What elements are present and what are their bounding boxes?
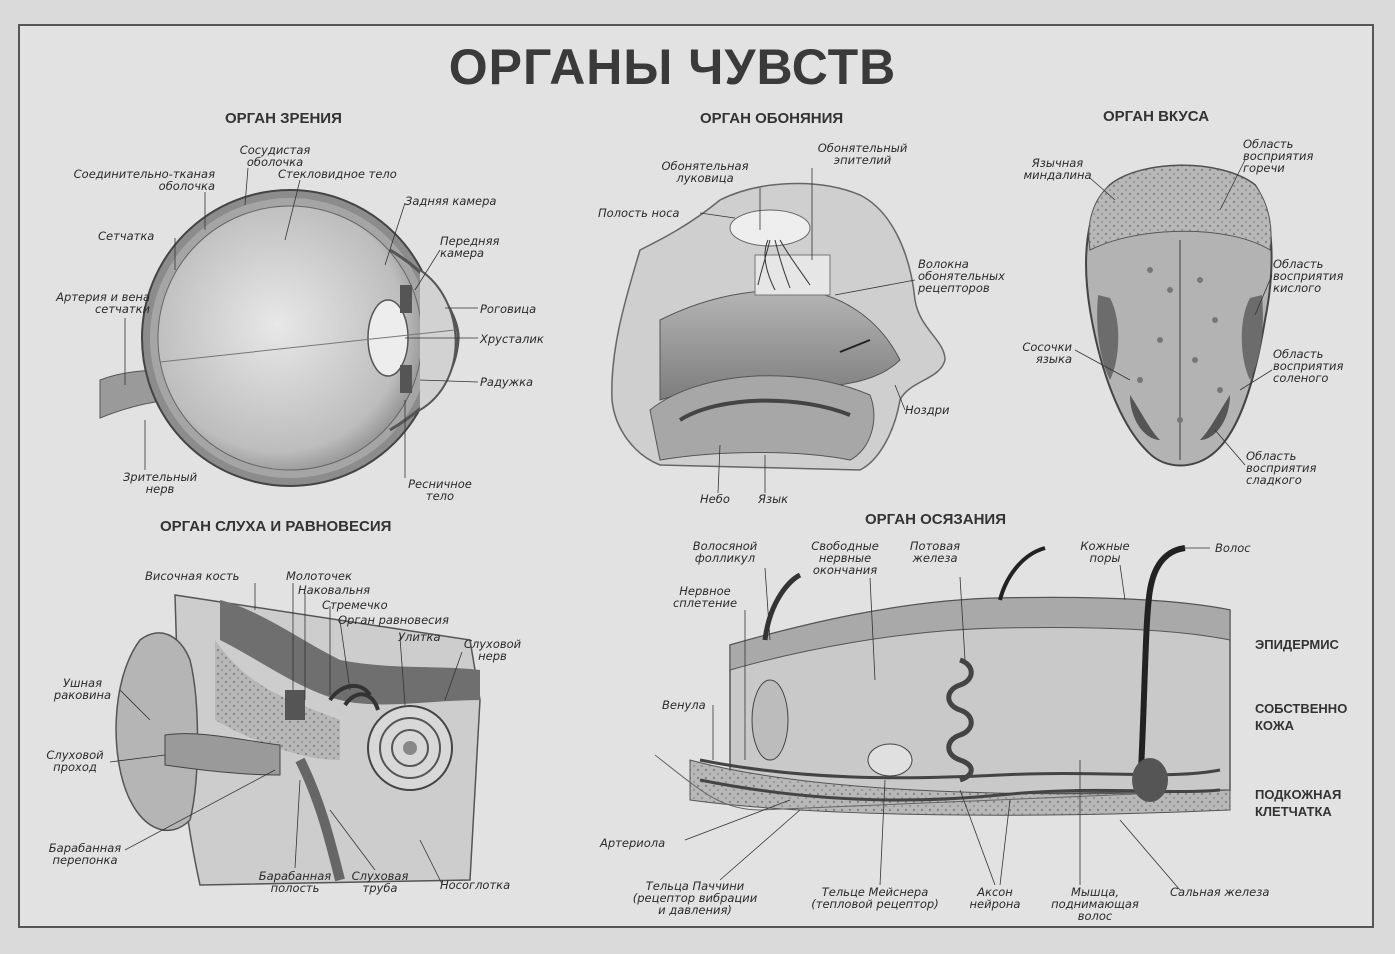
skin-label-venule: Венула	[662, 698, 706, 712]
eye-label-anterior: Передняя камера	[440, 234, 500, 260]
eye-label-vascular: Сосудистая оболочка	[239, 143, 311, 169]
section-vision-heading: ОРГАН ЗРЕНИЯ	[225, 110, 342, 127]
ear-diagram	[109, 583, 481, 886]
skin-label-sweat: Потовая железа	[909, 539, 961, 565]
ear-label-cochlea: Улитка	[398, 630, 441, 644]
ear-label-tympanic: Барабанная полость	[258, 869, 332, 895]
eye-label-retina: Сетчатка	[98, 229, 155, 243]
skin-layer-dermis: СОБСТВЕННО КОЖА	[1255, 701, 1348, 733]
skin-label-meissner: Тельце Мейснера (тепловой рецептор)	[811, 885, 939, 911]
poster-title: ОРГАНЫ ЧУВСТВ	[448, 39, 897, 95]
skin-label-pores: Кожные поры	[1080, 539, 1130, 565]
skin-label-axon: Аксон нейрона	[969, 885, 1021, 911]
nose-diagram	[611, 168, 946, 494]
section-smell-heading: ОРГАН ОБОНЯНИЯ	[700, 110, 844, 127]
eye-label-cornea: Роговица	[480, 302, 537, 316]
tongue-label-salty: Область восприятия соленого	[1273, 347, 1344, 385]
tongue-label-tonsil: Язычная миндалина	[1023, 156, 1092, 182]
tongue-label-sour: Область восприятия кислого	[1273, 257, 1344, 295]
ear-label-stapes: Стремечко	[322, 598, 388, 612]
nose-label-bulb: Обонятельная луковица	[661, 159, 749, 185]
skin-label-muscle: Мышца, поднимающая волос	[1051, 885, 1139, 923]
skin-label-hair: Волос	[1215, 541, 1251, 555]
ear-label-balance: Орган равновесия	[338, 613, 449, 627]
ear-label-nasopharynx: Носоглотка	[440, 878, 511, 892]
skin-layer-subcutis: ПОДКОЖНАЯ КЛЕТЧАТКА	[1255, 787, 1342, 819]
skin-layer-epidermis: ЭПИДЕРМИС	[1255, 637, 1339, 652]
tongue-label-sweet: Область восприятия сладкого	[1246, 449, 1317, 487]
nose-label-palate: Небо	[700, 492, 730, 506]
tongue-label-papillae: Сосочки языка	[1022, 340, 1072, 366]
skin-label-sebaceous: Сальная железа	[1170, 885, 1270, 899]
nose-label-fibers: Волокна обонятельных рецепторов	[918, 257, 1005, 295]
ear-label-canal: Слуховой проход	[46, 748, 104, 774]
ear-label-eardrum: Барабанная перепонка	[48, 841, 122, 867]
skin-label-pacini: Тельца Паччини (рецептор вибрации и давл…	[632, 879, 758, 917]
eye-label-posterior: Задняя камера	[405, 194, 497, 208]
eye-label-connective: Соединительно-тканая оболочка	[73, 167, 215, 193]
tongue-label-bitter: Область восприятия горечи	[1243, 137, 1314, 175]
ear-label-auditory-nerve: Слуховой нерв	[463, 637, 522, 663]
section-taste-heading: ОРГАН ВКУСА	[1103, 108, 1210, 125]
eye-label-nerve: Зрительный нерв	[122, 470, 198, 496]
skin-label-arteriole: Артериола	[600, 836, 666, 850]
ear-label-incus: Наковальня	[298, 583, 371, 597]
skin-diagram	[654, 545, 1231, 891]
eye-label-vitreous: Стекловидное тело	[278, 167, 397, 181]
eye-diagram	[99, 167, 479, 487]
skin-label-free-endings: Свободные нервные окончания	[811, 539, 879, 577]
nose-label-nostril: Ноздри	[905, 403, 950, 417]
skin-label-plexus: Нервное сплетение	[672, 584, 738, 610]
eye-label-iris: Радужка	[480, 375, 534, 389]
ear-label-temporal: Височная кость	[145, 569, 240, 583]
ear-label-tube: Слуховая труба	[351, 869, 409, 895]
nose-label-cavity: Полость носа	[598, 206, 680, 220]
skin-label-follicle: Волосяной фолликул	[692, 539, 758, 565]
section-hearing-heading: ОРГАН СЛУХА И РАВНОВЕСИЯ	[160, 518, 392, 535]
nose-label-tongue: Язык	[758, 492, 789, 506]
ear-label-malleus: Молоточек	[286, 569, 352, 583]
eye-label-artery: Артерия и вена сетчатки	[56, 290, 150, 316]
eye-label-ciliary: Ресничное тело	[408, 477, 472, 503]
ear-label-auricle: Ушная раковина	[53, 676, 112, 702]
eye-label-lens: Хрусталик	[480, 332, 544, 346]
tongue-diagram	[1074, 159, 1273, 467]
nose-label-epithelium: Обонятельный эпителий	[817, 141, 908, 167]
section-touch-heading: ОРГАН ОСЯЗАНИЯ	[865, 511, 1006, 528]
